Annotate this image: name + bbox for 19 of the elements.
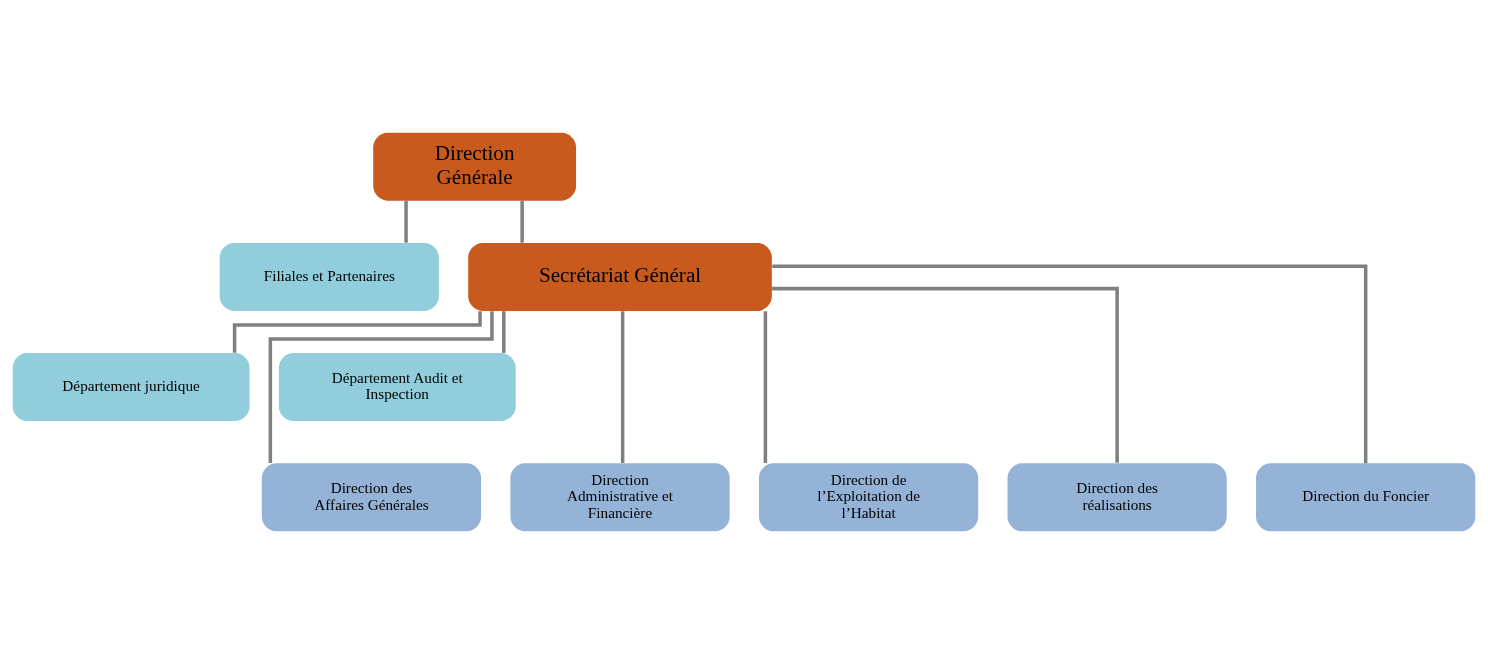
- node-box: Secrétariat Général: [468, 242, 772, 311]
- node-box: Direction Générale: [373, 132, 577, 201]
- node-box: Département Audit et Inspection: [278, 353, 516, 422]
- node-box: Filiales et Partenaires: [219, 242, 439, 311]
- connector: [771, 286, 1119, 463]
- node-box: Direction Administrative et Financière: [510, 463, 730, 532]
- connector: [232, 311, 482, 353]
- connector: [620, 311, 625, 464]
- node-box: Département juridique: [12, 353, 250, 422]
- connector: [404, 200, 408, 243]
- connector: [772, 264, 1368, 464]
- connector: [520, 200, 524, 243]
- connector: [268, 311, 494, 463]
- connector: [763, 311, 768, 464]
- node-box: Direction du Foncier: [1256, 463, 1476, 532]
- node-box: Direction des Affaires Générales: [261, 463, 482, 532]
- node-box: Direction des réalisations: [1007, 463, 1227, 532]
- connector: [502, 311, 506, 353]
- node-box: Direction de l’Exploitation de l’Habitat: [758, 463, 979, 532]
